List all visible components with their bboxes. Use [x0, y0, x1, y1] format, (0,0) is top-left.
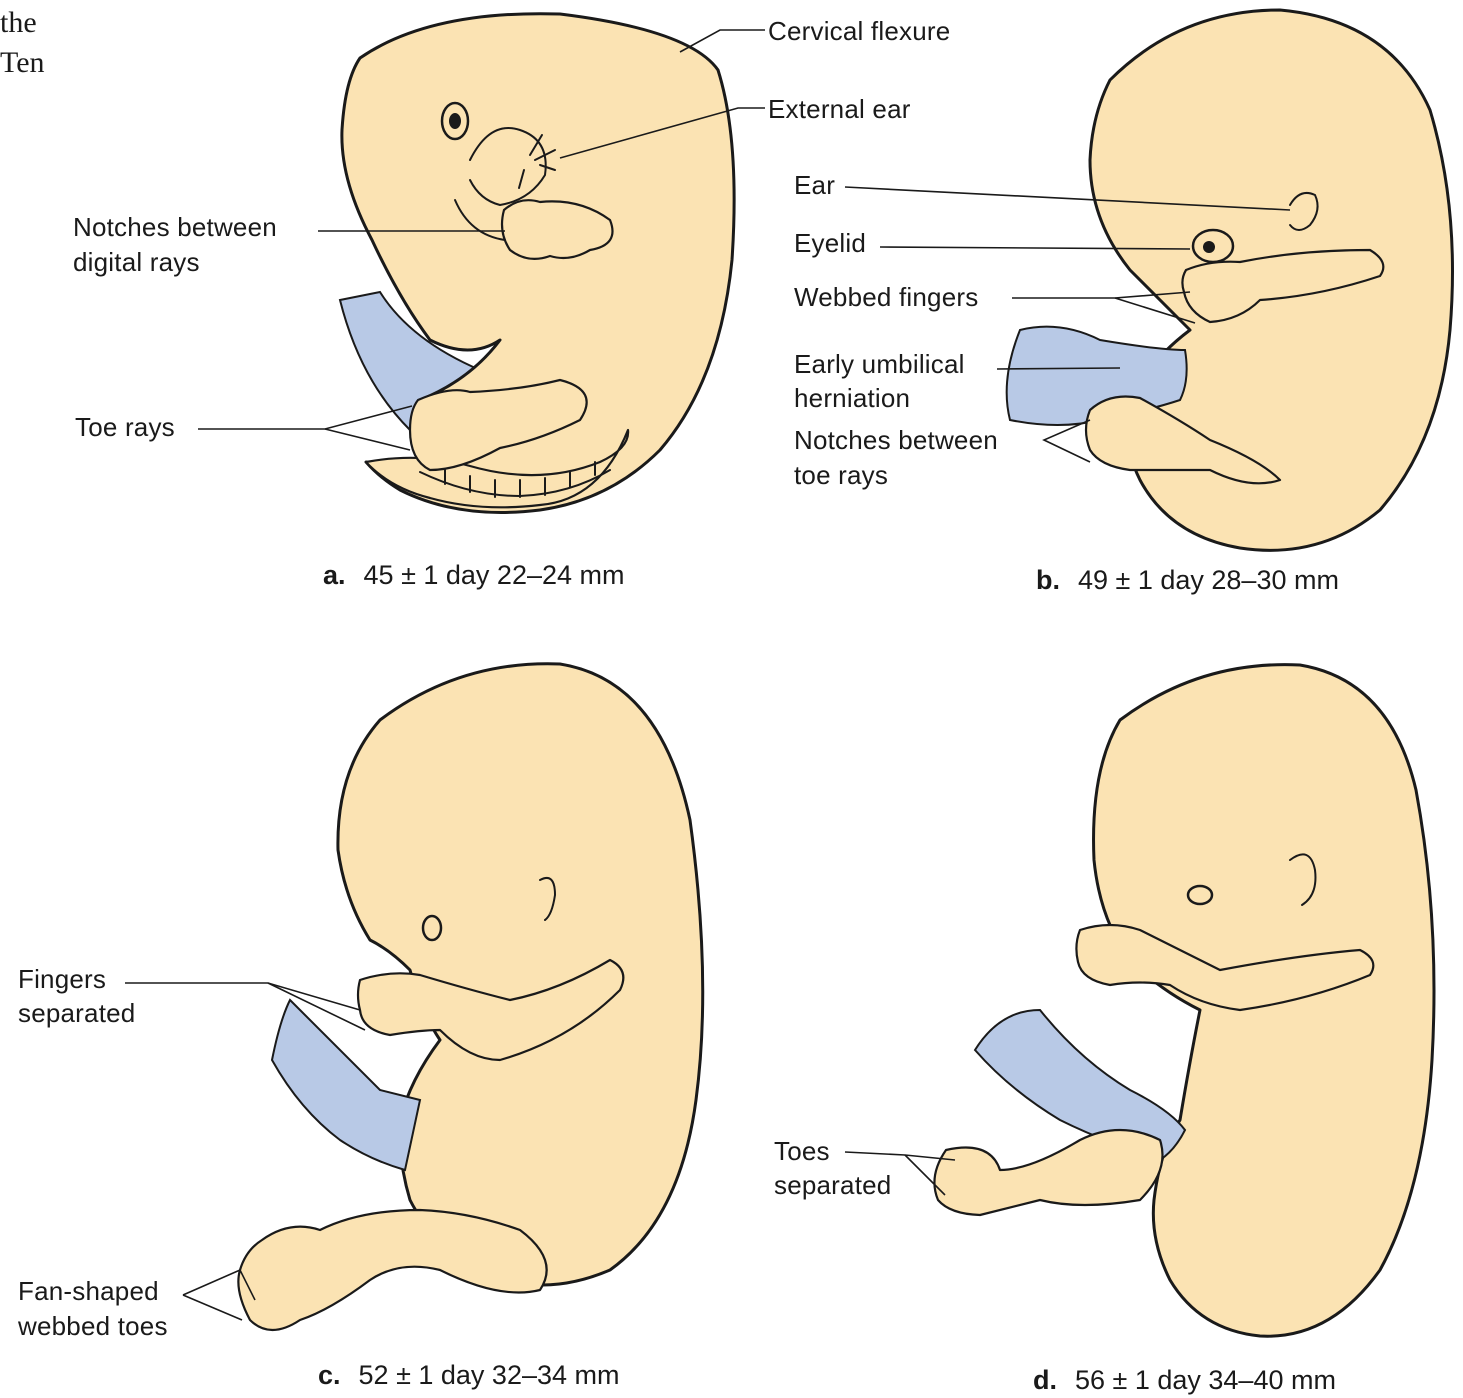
label-webbed-toes: webbed toes — [18, 1309, 168, 1343]
label-early-umbilical: Early umbilical — [794, 347, 965, 381]
caption-c-letter: c. — [318, 1360, 341, 1390]
caption-d: d. 56 ± 1 day 34–40 mm — [1033, 1363, 1336, 1397]
caption-b-letter: b. — [1036, 565, 1060, 595]
label-separated-d: separated — [774, 1168, 891, 1202]
label-notches-toe-2: toe rays — [794, 458, 888, 492]
label-notches-digital-1: Notches between — [73, 210, 277, 244]
embryo-c-leg — [238, 1210, 546, 1330]
page-fragment-line2: Ten — [0, 44, 45, 82]
label-herniation: herniation — [794, 381, 910, 415]
page-fragment-line1: the — [0, 4, 37, 42]
caption-c-text: 52 ± 1 day 32–34 mm — [359, 1360, 620, 1390]
label-toe-rays: Toe rays — [75, 410, 175, 444]
embryo-d-eye — [1188, 886, 1212, 904]
label-eyelid: Eyelid — [794, 226, 866, 260]
label-cervical-flexure: Cervical flexure — [768, 14, 950, 48]
embryo-c — [125, 664, 703, 1330]
caption-b-text: 49 ± 1 day 28–30 mm — [1078, 565, 1339, 595]
caption-a-letter: a. — [323, 560, 346, 590]
label-separated-c: separated — [18, 996, 135, 1030]
caption-a-text: 45 ± 1 day 22–24 mm — [364, 560, 625, 590]
label-fingers: Fingers — [18, 962, 106, 996]
caption-c: c. 52 ± 1 day 32–34 mm — [318, 1358, 620, 1392]
label-webbed-fingers: Webbed fingers — [794, 280, 978, 314]
caption-a: a. 45 ± 1 day 22–24 mm — [323, 558, 625, 592]
label-toes: Toes — [774, 1134, 830, 1168]
label-ear: Ear — [794, 168, 835, 202]
embryo-d — [845, 665, 1434, 1337]
embryo-d-leg — [934, 1130, 1162, 1215]
embryo-c-eye — [423, 916, 441, 940]
caption-d-letter: d. — [1033, 1365, 1057, 1395]
caption-d-text: 56 ± 1 day 34–40 mm — [1075, 1365, 1336, 1395]
label-fan-shaped: Fan-shaped — [18, 1274, 159, 1308]
caption-b: b. 49 ± 1 day 28–30 mm — [1036, 563, 1339, 597]
label-notches-toe-1: Notches between — [794, 423, 998, 457]
embryo-a — [340, 14, 734, 513]
label-notches-digital-2: digital rays — [73, 245, 200, 279]
label-external-ear: External ear — [768, 92, 911, 126]
